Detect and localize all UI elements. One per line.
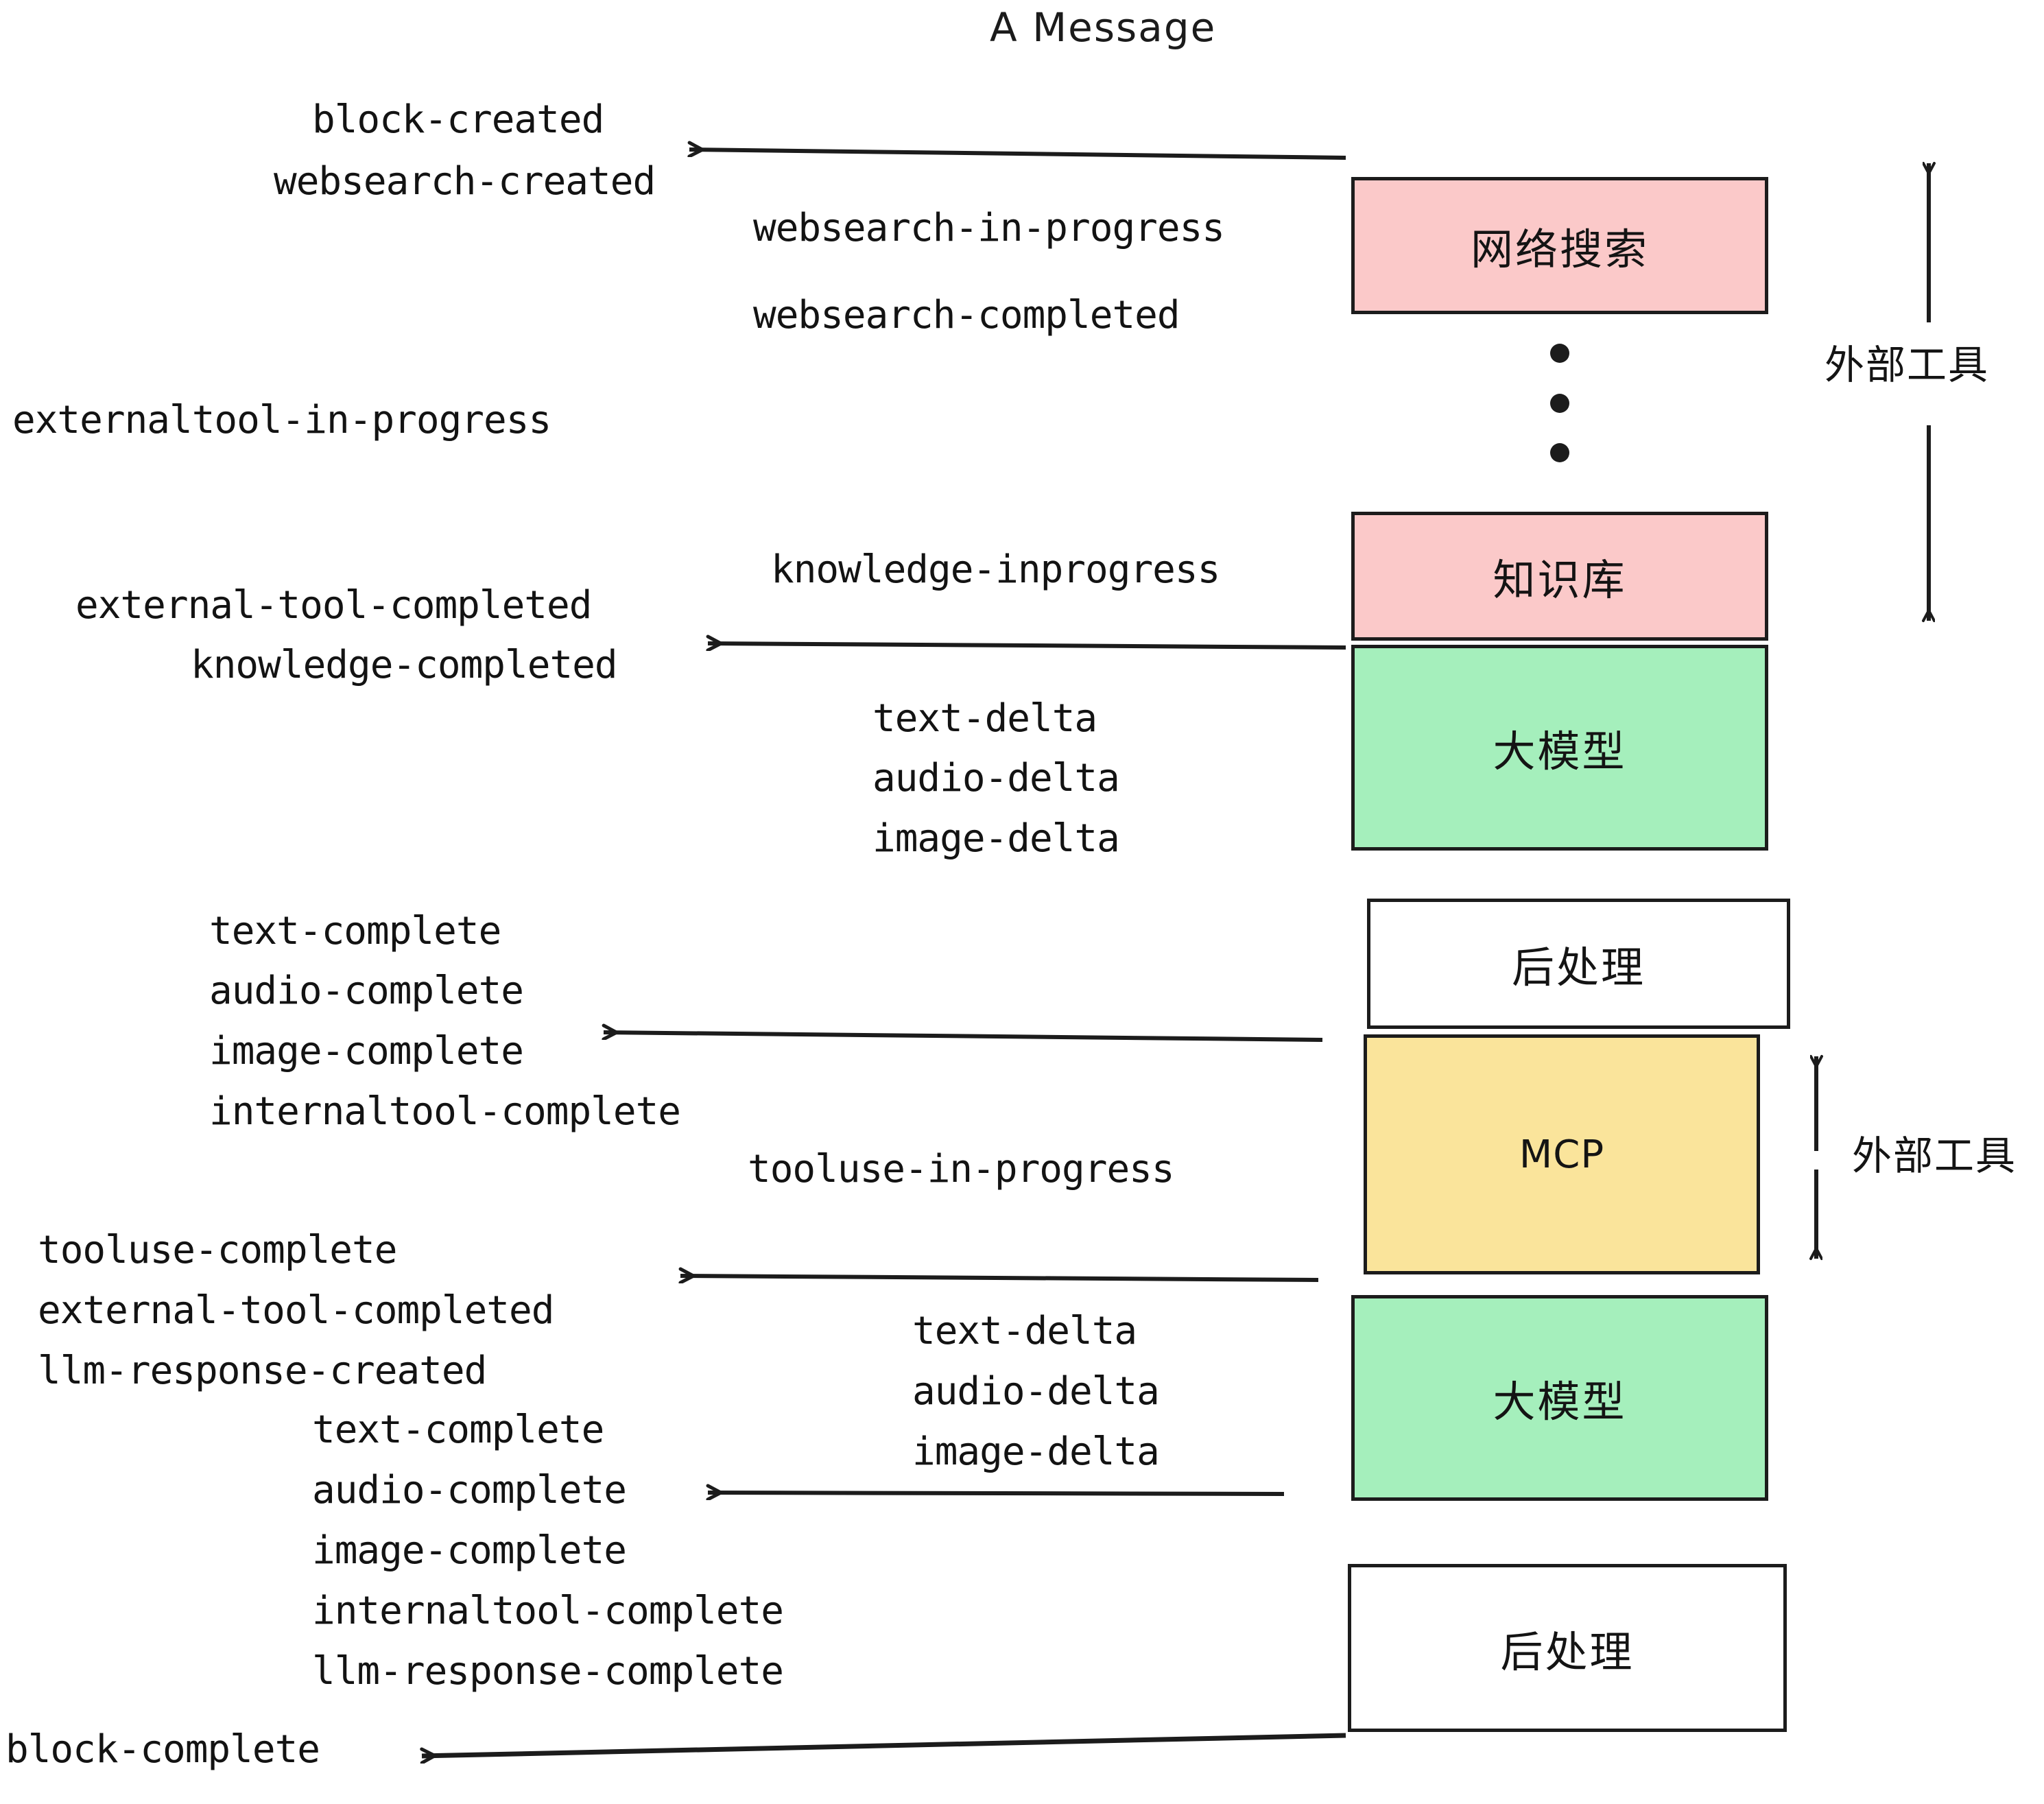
event-label-external-tool-completed-1: external-tool-completed bbox=[75, 583, 592, 628]
side-label-external-tool-top: 外部工具 bbox=[1825, 342, 1990, 388]
arrow-llm-to-audio-complete bbox=[708, 1493, 1285, 1494]
node-llm-top-label: 大模型 bbox=[1493, 726, 1627, 776]
ellipsis-dot-1 bbox=[1550, 344, 1569, 363]
arrow-postprocess-to-block-complete bbox=[422, 1733, 1346, 1756]
node-websearch[interactable]: 网络搜索 bbox=[1351, 177, 1768, 314]
event-label-knowledge-completed: knowledge-completed bbox=[191, 643, 618, 687]
event-label-audio-delta-2: audio-delta bbox=[912, 1369, 1160, 1414]
event-label-image-complete-2: image-complete bbox=[312, 1528, 627, 1573]
ellipsis-dot-3 bbox=[1550, 443, 1569, 462]
event-label-external-tool-completed-2: external-tool-completed bbox=[38, 1288, 554, 1333]
node-postprocess-top-label: 后处理 bbox=[1511, 942, 1645, 993]
node-postprocess-bottom-label: 后处理 bbox=[1500, 1626, 1635, 1677]
event-label-knowledge-inprogress: knowledge-inprogress bbox=[771, 547, 1220, 592]
node-knowledge-label: 知识库 bbox=[1493, 555, 1627, 605]
event-label-image-complete-1: image-complete bbox=[209, 1029, 524, 1073]
event-label-text-delta-2: text-delta bbox=[912, 1309, 1137, 1353]
event-label-llm-response-created: llm-response-created bbox=[38, 1349, 487, 1393]
page-title: A Message bbox=[990, 4, 1217, 51]
arrow-mcp-to-tooluse-complete bbox=[680, 1276, 1319, 1280]
arrow-websearch-to-created bbox=[689, 150, 1346, 160]
node-mcp[interactable]: MCP bbox=[1364, 1034, 1760, 1274]
node-postprocess-top[interactable]: 后处理 bbox=[1367, 899, 1790, 1029]
event-label-audio-delta-1: audio-delta bbox=[872, 756, 1120, 800]
event-label-websearch-created: websearch-created bbox=[274, 159, 656, 204]
ellipsis-dot-2 bbox=[1550, 394, 1569, 413]
node-llm-bottom[interactable]: 大模型 bbox=[1351, 1295, 1768, 1501]
arrow-postprocess-to-image-complete bbox=[604, 1032, 1323, 1042]
event-label-text-complete-2: text-complete bbox=[312, 1408, 604, 1452]
event-label-image-delta-1: image-delta bbox=[872, 816, 1120, 861]
event-label-audio-complete-2: audio-complete bbox=[312, 1468, 627, 1512]
node-llm-bottom-label: 大模型 bbox=[1493, 1377, 1627, 1427]
event-label-block-complete: block-complete bbox=[5, 1727, 320, 1772]
event-label-internaltool-complete-2: internaltool-complete bbox=[312, 1589, 784, 1633]
node-mcp-label: MCP bbox=[1519, 1132, 1605, 1177]
event-label-websearch-in-progress: websearch-in-progress bbox=[753, 206, 1225, 250]
event-label-image-delta-2: image-delta bbox=[912, 1429, 1160, 1474]
event-label-externaltool-in-progress: externaltool-in-progress bbox=[12, 398, 551, 442]
arrow-knowledge-to-completed bbox=[708, 643, 1346, 648]
event-label-llm-response-complete: llm-response-complete bbox=[312, 1649, 784, 1694]
event-label-websearch-completed: websearch-completed bbox=[753, 293, 1180, 337]
node-llm-top[interactable]: 大模型 bbox=[1351, 645, 1768, 851]
node-websearch-label: 网络搜索 bbox=[1470, 224, 1649, 274]
node-postprocess-bottom[interactable]: 后处理 bbox=[1348, 1564, 1787, 1732]
event-label-block-created: block-created bbox=[312, 97, 604, 142]
event-label-tooluse-complete: tooluse-complete bbox=[38, 1228, 397, 1272]
node-knowledge[interactable]: 知识库 bbox=[1351, 512, 1768, 641]
event-label-text-delta-1: text-delta bbox=[872, 696, 1097, 741]
event-label-internaltool-complete-1: internaltool-complete bbox=[209, 1089, 681, 1134]
side-label-external-tool-bottom: 外部工具 bbox=[1852, 1132, 2017, 1179]
event-label-text-complete-1: text-complete bbox=[209, 909, 501, 953]
event-label-audio-complete-1: audio-complete bbox=[209, 969, 524, 1013]
event-label-tooluse-in-progress: tooluse-in-progress bbox=[748, 1147, 1175, 1191]
